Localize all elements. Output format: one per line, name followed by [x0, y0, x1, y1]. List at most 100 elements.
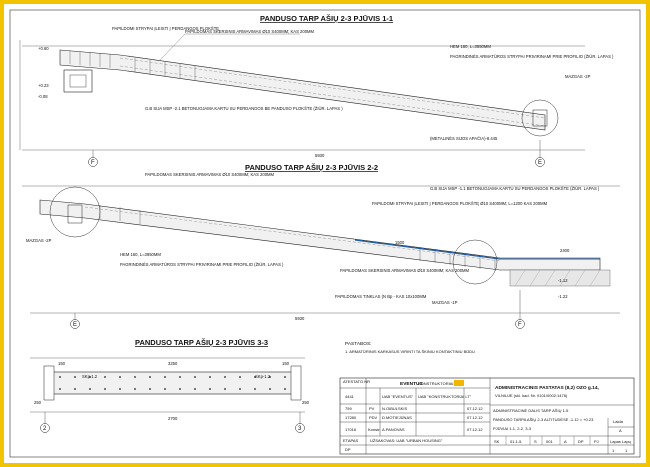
code-2: S	[534, 439, 537, 444]
laida-header: Laida	[613, 419, 624, 424]
inner-frame	[9, 9, 641, 458]
title-block	[339, 377, 635, 455]
s2-level-1: -1.12	[558, 278, 568, 283]
s2-note-left-2: PAGRINDINĖS ARMATŪROS STRYPAI PRIVIRINAM…	[120, 262, 284, 267]
s1-note-right-2: PAGRINDINĖS ARMATŪROS STRYPAI PRIVIRINAM…	[450, 54, 614, 59]
lapu-value: 1	[625, 448, 628, 453]
s1-level-2: +0.23	[38, 83, 49, 88]
s1-ramp-slab	[59, 49, 546, 131]
tb-row2-role: PV	[369, 406, 375, 411]
s3-label-right: SKp-1.2	[255, 374, 271, 379]
s2-mazgas-left: MAZGAS -2P	[26, 238, 52, 243]
s2-dim-1: 2400	[560, 248, 570, 253]
tb-row3-name: D.MOTIEJŪNAS	[382, 415, 412, 420]
s2-note-top-left: PAPILDOMAS SKERSINIS ARMAVIMAS Ø10 S400M…	[145, 172, 275, 177]
drawing-code-cells	[505, 436, 591, 445]
code-1: 01.1-5	[510, 439, 522, 444]
s1-level-1: +0.60	[38, 46, 49, 51]
section1-title: PANDUSO TARP AŠIŲ 2-3 PJŪVIS 1-1	[260, 14, 393, 23]
s1-note-top-left: PAPILDOMI STRYPAI ĮLEISTI Į PERDANGOS PL…	[112, 26, 219, 31]
tb-row2-num: 759	[345, 406, 352, 411]
s2-highlight-rebar	[354, 239, 501, 260]
notes-line1: 1. ARMATŪRINIS KARKASUS VIRINTI TA ŠKINI…	[345, 349, 475, 354]
tb-row4-num: 17016	[345, 427, 357, 432]
s3-dim-top: 3250	[168, 361, 178, 366]
s3-dim-bl: 250	[34, 400, 42, 405]
section3-title: PANDUSO TARP AŠIŲ 2-3 PJŪVIS 3-3	[135, 338, 268, 347]
code-0: SK	[494, 439, 500, 444]
code-3: 001	[546, 439, 553, 444]
s3-axis-3-label: 3	[298, 426, 302, 432]
s2-level-2: -1.22	[558, 294, 568, 299]
code-5: DP	[578, 439, 584, 444]
tb-row1-name: UAB "EVENTUS"	[382, 394, 414, 399]
s1-note-bottom-right: (METALINĖS SIJOS APAČIA)-8.445	[430, 136, 498, 141]
code-6: PJ	[594, 439, 599, 444]
s1-rebar-ticks	[69, 51, 196, 80]
lapas-value: 1	[612, 448, 615, 453]
s3-axis-2-marker	[40, 423, 50, 433]
s2-dim-total: 5930	[295, 316, 305, 321]
tb-row3-num: 17280	[345, 415, 357, 420]
s1-left-beam	[63, 69, 93, 93]
s2-detail-circle-right	[452, 239, 498, 285]
s1-level-3: -0.08	[38, 94, 48, 99]
tb-row1-company: UAB "KONSTRUKTORIAI LT"	[418, 394, 472, 399]
s2-axis-f-label: F	[518, 322, 522, 328]
s2-axis-e-label: E	[73, 322, 77, 328]
s3-dim-bottom: 2700	[168, 416, 178, 421]
tb-row4-date: 07.12.12	[467, 427, 483, 432]
s2-note-right-1: G.B SIJA MSP -1.1 BETONUOJAMA KARTU SU P…	[430, 186, 600, 191]
lapas-header: Lapas	[610, 439, 621, 444]
drawing-title-1: PANDUSO TARPA AŠIŲ 2-3 ALTITUDĖSE -1.12 …	[493, 417, 594, 422]
laida-value: A	[619, 428, 622, 433]
s3-dim-right: 150	[282, 361, 290, 366]
drawing-title-2: PJŪVIAI 1-1, 2-2, 3-3	[493, 426, 532, 431]
s3-axis-3-marker	[295, 423, 305, 433]
s2-note-bottom-1: PAPILDOMAS SKERSINIS ARMAVIMAS Ø10 S400M…	[340, 268, 470, 273]
s1-detail-circle	[521, 99, 559, 137]
eventus-logo: EVENTUS	[400, 381, 423, 387]
tb-row3-role: PDV	[369, 415, 378, 420]
uzsakovas: UŽSAKOVAS: UAB "URBAN HOUSING"	[370, 438, 443, 443]
tb-row2-name: N.OIBULSKIS	[382, 406, 407, 411]
s1-axis-e-marker	[535, 157, 545, 167]
s1-mazgas: MAZGAS -2P	[565, 74, 591, 79]
tb-row4-role: Konstr.	[368, 427, 380, 432]
s1-axis-f-marker	[88, 157, 98, 167]
tb-row3-date: 07.12.12	[467, 415, 483, 420]
etapas-value: DP	[345, 447, 351, 452]
s3-dim-br: 250	[302, 400, 310, 405]
s1-note-right-1: HEM 160, L=3550MM	[450, 44, 491, 49]
s2-mazgas-right: MAZGAS -1P	[432, 300, 458, 305]
s1-axis-e-label: E	[538, 160, 542, 166]
s1-note-bottom: G.B SIJA MSP -2.1 BETONUOJAMA KARTU SU P…	[145, 106, 343, 111]
section2-title: PANDUSO TARP AŠIŲ 2-3 PJŪVIS 2-2	[245, 163, 378, 172]
s3-rebar-dots	[59, 376, 286, 390]
s3-dim-left: 150	[58, 361, 66, 366]
drawing-part: ADMINISTRACINĖ DALIS TARP AŠIŲ 1-5	[493, 408, 569, 413]
konstruktoriai-logo-mark	[454, 380, 464, 386]
s2-dim-2: 1500	[395, 240, 405, 245]
s1-axis-f-label: F	[91, 160, 95, 166]
project-subtitle: VILNIUJE (skl. kad. Nr. 0101/0002:1476)	[495, 393, 568, 398]
s2-note-bottom-2: PAPILDOMAS TINKLAS (N Bp - KAS 10x100MM	[335, 294, 427, 299]
project-title: ADMINISTRACINIS PASTATAS (8,2) OZO g.14,	[495, 385, 600, 391]
tb-row2-date: 07.12.12	[467, 406, 483, 411]
s2-axis-e-marker	[70, 319, 80, 329]
s2-note-left-1: HEM 160, L=3950MM	[120, 252, 161, 257]
notes-heading: PASTABOS:	[345, 341, 371, 347]
tb-row4-name: A.PANOVAS	[382, 427, 405, 432]
atestato-header: ATESTATO NR	[343, 379, 370, 384]
s3-label-left: SKp-1.2	[82, 374, 98, 379]
lapu-header: Lapų	[622, 439, 632, 444]
s1-dim-total: 5930	[315, 153, 325, 158]
etapas-label: ETAPAS	[343, 438, 359, 443]
s2-axis-f-marker	[515, 319, 525, 329]
tb-row1-num: 4441	[345, 394, 355, 399]
konstruktoriai-logo: KONSTRUKTORIAI	[418, 381, 454, 386]
s2-note-right-2: PAPILDOMI STRYPAI ĮLEISTI Į PERDANGOS PL…	[372, 201, 548, 206]
